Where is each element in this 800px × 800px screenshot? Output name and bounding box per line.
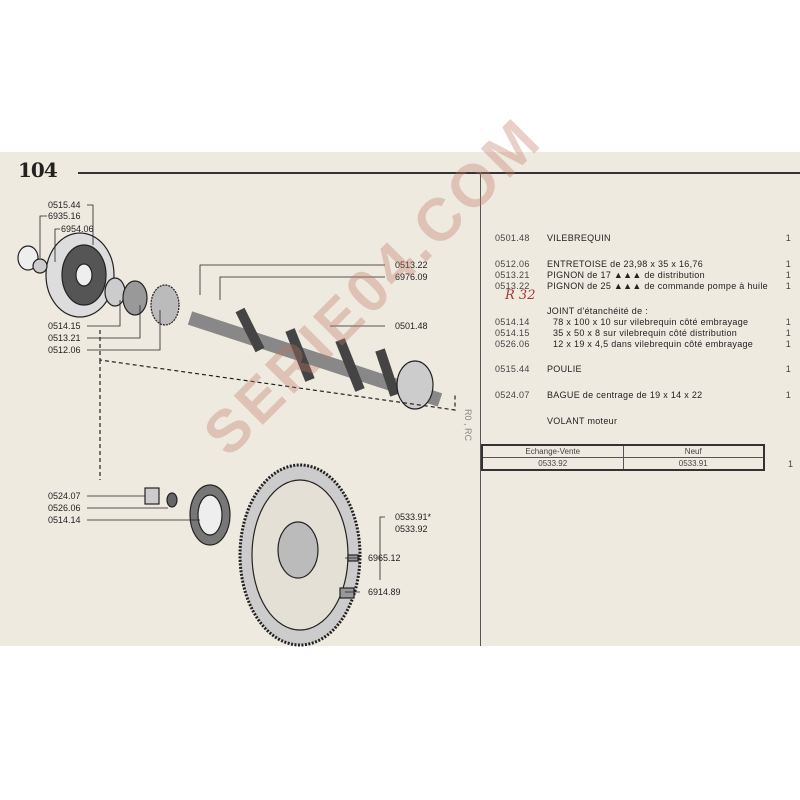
callout-0526-06: 0526.06 [48, 503, 81, 513]
callout-6935-16: 6935.16 [48, 211, 81, 221]
table-header: Echange-Vente [481, 444, 624, 458]
column-divider [480, 172, 481, 646]
callout-0515-44: 0515.44 [48, 200, 81, 210]
callout-0514-14: 0514.14 [48, 515, 81, 525]
header-rule [78, 172, 800, 174]
callout-0524-07: 0524.07 [48, 491, 81, 501]
handwritten-note: R 32 [505, 288, 536, 303]
callout-0513-22: 0513.22 [395, 260, 428, 270]
exploded-diagram [17, 204, 456, 647]
model-logo: 104 [18, 158, 58, 182]
callout-0514-15: 0514.15 [48, 321, 81, 331]
callout-6914-89: 6914.89 [368, 587, 401, 597]
callout-6976-09: 6976.09 [395, 272, 428, 282]
crankshaft-drawing [187, 307, 443, 410]
callout-0533-92: 0533.92 [395, 524, 428, 534]
callout-0512-06: 0512.06 [48, 345, 81, 355]
volant-qty: 1 [788, 459, 794, 469]
callout-0501-48: 0501.48 [395, 321, 428, 331]
table-cell: 0533.92 [481, 457, 624, 471]
callout-0533-91: 0533.91* [395, 512, 432, 522]
table-header: Neuf [622, 444, 765, 458]
callout-0513-21: 0513.21 [48, 333, 81, 343]
flywheel-drawing [144, 463, 362, 647]
callout-6965-12: 6965.12 [368, 553, 401, 563]
side-note: R0 , RC [463, 408, 474, 442]
callout-6954-06: 6954.06 [61, 224, 94, 234]
leader-lines [39, 204, 385, 593]
gears-drawing [104, 277, 180, 326]
pulley-drawing [17, 232, 115, 318]
table-cell: 0533.91 [622, 457, 765, 471]
